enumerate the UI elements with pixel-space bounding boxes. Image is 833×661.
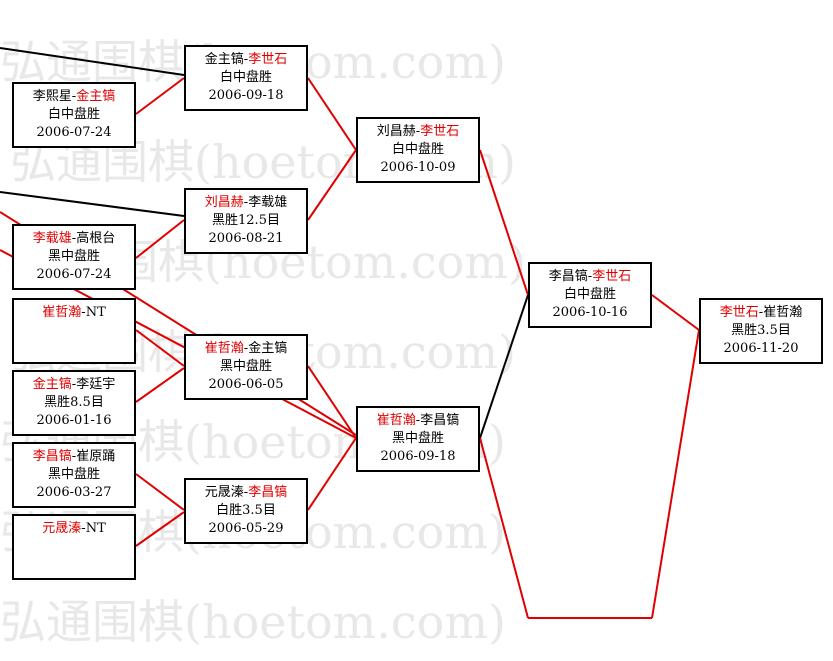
player-2-name: 崔哲瀚 [763, 305, 803, 320]
player-2-name: 高根台 [76, 231, 116, 246]
match-date: 2006-09-18 [380, 449, 456, 464]
match-players: 刘昌赫-李载雄 [204, 195, 288, 210]
player-1-name: 李载雄 [32, 231, 72, 246]
player-2-name: NT [85, 305, 106, 320]
bracket-connector-line [479, 294, 529, 439]
match-box[interactable]: 李世石-崔哲瀚 黑胜3.5目 2006-11-20 [699, 298, 823, 364]
match-result: 黑中盘胜 [47, 249, 100, 264]
match-date: 2006-03-27 [36, 485, 112, 500]
match-players: 金主镐-李世石 [204, 52, 288, 67]
match-box[interactable]: 刘昌赫-李世石 白中盘胜 2006-10-09 [356, 117, 480, 183]
player-2-name: 李昌镐 [420, 413, 460, 428]
player-1-name: 金主镐 [32, 377, 72, 392]
bracket-connector-line [135, 329, 185, 367]
match-players: 崔哲瀚-金主镐 [204, 341, 288, 356]
match-date: 2006-11-20 [723, 341, 799, 356]
match-players: 刘昌赫-李世石 [376, 124, 460, 139]
bracket-connector-line [307, 437, 357, 511]
bracket-connector-line [135, 77, 185, 115]
bracket-connector-line [307, 77, 357, 151]
match-players: 李世石-崔哲瀚 [719, 305, 803, 320]
match-box[interactable]: 李熙星-金主镐 白中盘胜 2006-07-24 [12, 82, 136, 148]
match-result: 白中盘胜 [47, 107, 100, 122]
match-players: 李熙星-金主镐 [32, 89, 116, 104]
match-box[interactable]: 金主镐-李廷宇 黑胜8.5目 2006-01-16 [12, 370, 136, 436]
player-2-name: 李世石 [592, 269, 632, 284]
match-date: 2006-10-09 [380, 160, 456, 175]
match-result: 黑胜3.5目 [731, 323, 791, 338]
match-players: 李昌镐-李世石 [548, 269, 632, 284]
match-date: 2006-06-05 [208, 377, 284, 392]
player-1-name: 李昌镐 [548, 269, 588, 284]
match-players: 崔哲瀚-李昌镐 [376, 413, 460, 428]
match-date: 2006-05-29 [208, 521, 284, 536]
match-players: 元晟溱-李昌镐 [204, 485, 288, 500]
match-result: 白中盘胜 [219, 70, 272, 85]
player-1-name: 崔哲瀚 [376, 413, 416, 428]
player-2-name: 李昌镐 [248, 485, 288, 500]
player-2-name: 李载雄 [248, 195, 288, 210]
bracket-connector-line [0, 191, 185, 217]
bracket-connector-line [479, 437, 529, 619]
bracket-connector-line [479, 149, 529, 296]
bracket-connector-line [651, 329, 700, 619]
match-box[interactable]: 金主镐-李世石 白中盘胜 2006-09-18 [184, 45, 308, 111]
match-date: 2006-08-21 [208, 231, 284, 246]
player-1-name: 刘昌赫 [204, 195, 244, 210]
match-date: 2006-09-18 [208, 88, 284, 103]
player-1-name: 元晟溱 [42, 521, 82, 536]
player-1-name: 元晟溱 [204, 485, 244, 500]
match-result: 黑中盘胜 [219, 359, 272, 374]
match-result: 黑胜8.5目 [44, 395, 104, 410]
match-result: 白中盘胜 [391, 142, 444, 157]
match-result: 白中盘胜 [563, 287, 616, 302]
player-1-name: 李世石 [719, 305, 759, 320]
bracket-connector-line [135, 473, 185, 511]
match-box[interactable]: 李昌镐-李世石 白中盘胜 2006-10-16 [528, 262, 652, 328]
bracket-connector-line [651, 294, 700, 331]
player-2-name: NT [85, 521, 106, 536]
player-1-name: 刘昌赫 [376, 124, 416, 139]
match-box[interactable]: 刘昌赫-李载雄 黑胜12.5目 2006-08-21 [184, 188, 308, 254]
bracket-connector-line [0, 47, 185, 76]
player-2-name: 金主镐 [76, 89, 116, 104]
bracket-connector-line [307, 365, 357, 439]
match-date: 2006-01-16 [36, 413, 112, 428]
bracket-connector-line [135, 367, 185, 403]
match-players: 崔哲瀚-NT [42, 305, 106, 320]
match-box[interactable]: 李昌镐-崔原踊 黑中盘胜 2006-03-27 [12, 442, 136, 508]
bracket-connector-line [135, 511, 185, 547]
match-box[interactable]: 崔哲瀚-NT [12, 298, 136, 364]
match-date: 2006-07-24 [36, 267, 112, 282]
player-2-name: 崔原踊 [76, 449, 116, 464]
match-date: 2006-07-24 [36, 125, 112, 140]
match-box[interactable]: 李载雄-高根台 黑中盘胜 2006-07-24 [12, 224, 136, 290]
player-1-name: 崔哲瀚 [42, 305, 82, 320]
match-players: 李昌镐-崔原踊 [32, 449, 116, 464]
match-box[interactable]: 元晟溱-李昌镐 白胜3.5目 2006-05-29 [184, 478, 308, 544]
bracket-connector-line [307, 149, 357, 221]
match-box[interactable]: 元晟溱-NT [12, 514, 136, 580]
match-date: 2006-10-16 [552, 305, 628, 320]
player-2-name: 李世石 [248, 52, 288, 67]
match-result: 黑中盘胜 [47, 467, 100, 482]
player-2-name: 李廷宇 [76, 377, 116, 392]
player-1-name: 李熙星 [32, 89, 72, 104]
match-players: 李载雄-高根台 [32, 231, 116, 246]
bracket-connector-line [135, 219, 185, 259]
player-2-name: 金主镐 [248, 341, 288, 356]
match-result: 黑胜12.5目 [212, 213, 280, 228]
match-players: 元晟溱-NT [42, 521, 106, 536]
match-result: 白胜3.5目 [216, 503, 276, 518]
match-box[interactable]: 崔哲瀚-李昌镐 黑中盘胜 2006-09-18 [356, 406, 480, 472]
match-box[interactable]: 崔哲瀚-金主镐 黑中盘胜 2006-06-05 [184, 334, 308, 400]
player-2-name: 李世石 [420, 124, 460, 139]
player-1-name: 金主镐 [204, 52, 244, 67]
match-players: 金主镐-李廷宇 [32, 377, 116, 392]
player-1-name: 李昌镐 [32, 449, 72, 464]
player-1-name: 崔哲瀚 [204, 341, 244, 356]
match-result: 黑中盘胜 [391, 431, 444, 446]
